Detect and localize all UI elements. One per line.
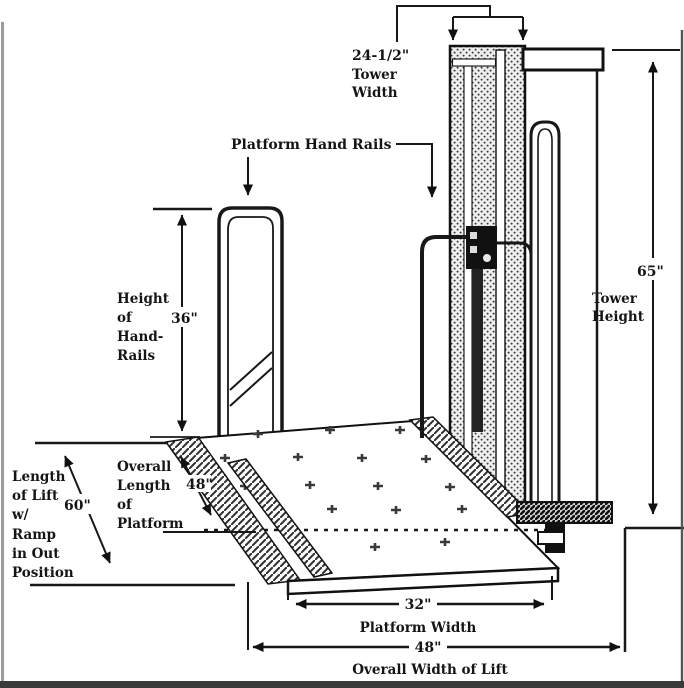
base-foot-middle [537,531,565,545]
platform-length-line1: Overall [117,459,171,475]
handrail-height-line2: of [117,310,133,326]
dim-tower-height [612,49,680,515]
rear-handrail-inner [537,128,553,510]
platform-length-line4: Platform [117,516,183,532]
left-ramp-inner [226,458,334,578]
handrail-height-line4: Rails [117,348,156,364]
top-arm [521,47,605,72]
tower-side-rail [497,241,533,272]
overall-width-value: 48" [415,640,442,656]
label-overall-width: 48" Overall Width of Lift [352,640,508,678]
label-tower-height: 65" Tower Height [592,264,664,325]
rear-handrail [529,120,561,510]
control-keyhole [483,254,491,262]
platform-length-value-bg [183,475,211,492]
dim-tower-width [396,5,528,42]
handrail-height-line1: Height [117,291,170,307]
overall-width-label: Overall Width of Lift [352,662,508,678]
left-handrail [217,206,284,449]
tower-width-line2: Width [351,85,398,101]
tower-cap-notch [451,58,497,67]
hand-rails-leader-right [396,143,437,198]
label-tower-width: 24-1/2" Tower Width [351,48,409,101]
bottom-border-bar [0,681,684,688]
lift-length-line2: of Lift [12,488,59,504]
handrail-height-value: 36" [171,311,198,327]
tower-width-line1: Tower [352,67,398,83]
left-handrail-inner [227,216,274,449]
leader-hand-rails [243,143,437,198]
base-foot-upper [545,523,565,532]
lift-length-value: 60" [64,498,91,514]
control-button-top [470,232,477,239]
tower-height-value-bg [633,258,665,280]
base-plate [516,501,613,524]
lift-length-line4: Ramp [12,527,56,543]
dim-platform-width [287,576,553,612]
lift-length-line6: Position [12,565,74,581]
dim-handrail-height [150,207,212,438]
tower-height-value: 65" [637,264,664,280]
platform-hand-rails-label: Platform Hand Rails [231,137,392,153]
handrail-height-line3: Hand- [117,329,163,345]
tower-front-rail [420,235,466,438]
platform-length-value: 48" [186,477,213,493]
handrail-height-value-bg [167,307,201,327]
platform-width-value-bg [399,595,437,612]
mast-track-bar [472,269,483,432]
dim-lift-length [30,441,235,587]
platform-length-line3: of [117,497,133,513]
carriage [420,226,533,438]
upper-landing [623,526,684,652]
tower-channel-left [463,65,473,503]
tower-width-leader [396,5,491,42]
left-handrail-brace [229,351,273,407]
label-platform-length: Overall Length of Platform 48" [117,459,213,532]
label-platform-width: 32" Platform Width [360,597,477,636]
lift-length-line1: Length [12,469,66,485]
label-lift-length: Length of Lift w/ Ramp in Out Position 6… [11,469,91,581]
left-handrail-outer [217,206,284,449]
control-button-bottom [470,246,477,253]
tower-base [516,501,613,553]
lift-length-line3: w/ [11,507,29,523]
tower-width-value: 24-1/2" [352,48,409,64]
tower-channel-right [495,49,506,503]
lift-length-value-bg [60,494,92,514]
dim-overall-width [247,582,621,655]
tower-mast [448,44,527,504]
lift-length-line5: in Out [12,546,60,562]
label-handrail-height: Height of Hand- Rails 36" [117,291,198,364]
platform-width-value: 32" [405,597,432,613]
platform-width-label: Platform Width [360,620,477,636]
platform-length-line2: Length [117,478,171,494]
overall-width-value-bg [409,638,447,655]
tower-height-line2: Height [592,309,645,325]
rear-handrail-outer [529,120,561,510]
tower-body [448,44,527,504]
dim-platform-length [163,456,256,533]
base-foot-lower [545,544,565,553]
tread-marks [220,426,467,551]
tower-height-line1: Tower [592,291,638,307]
